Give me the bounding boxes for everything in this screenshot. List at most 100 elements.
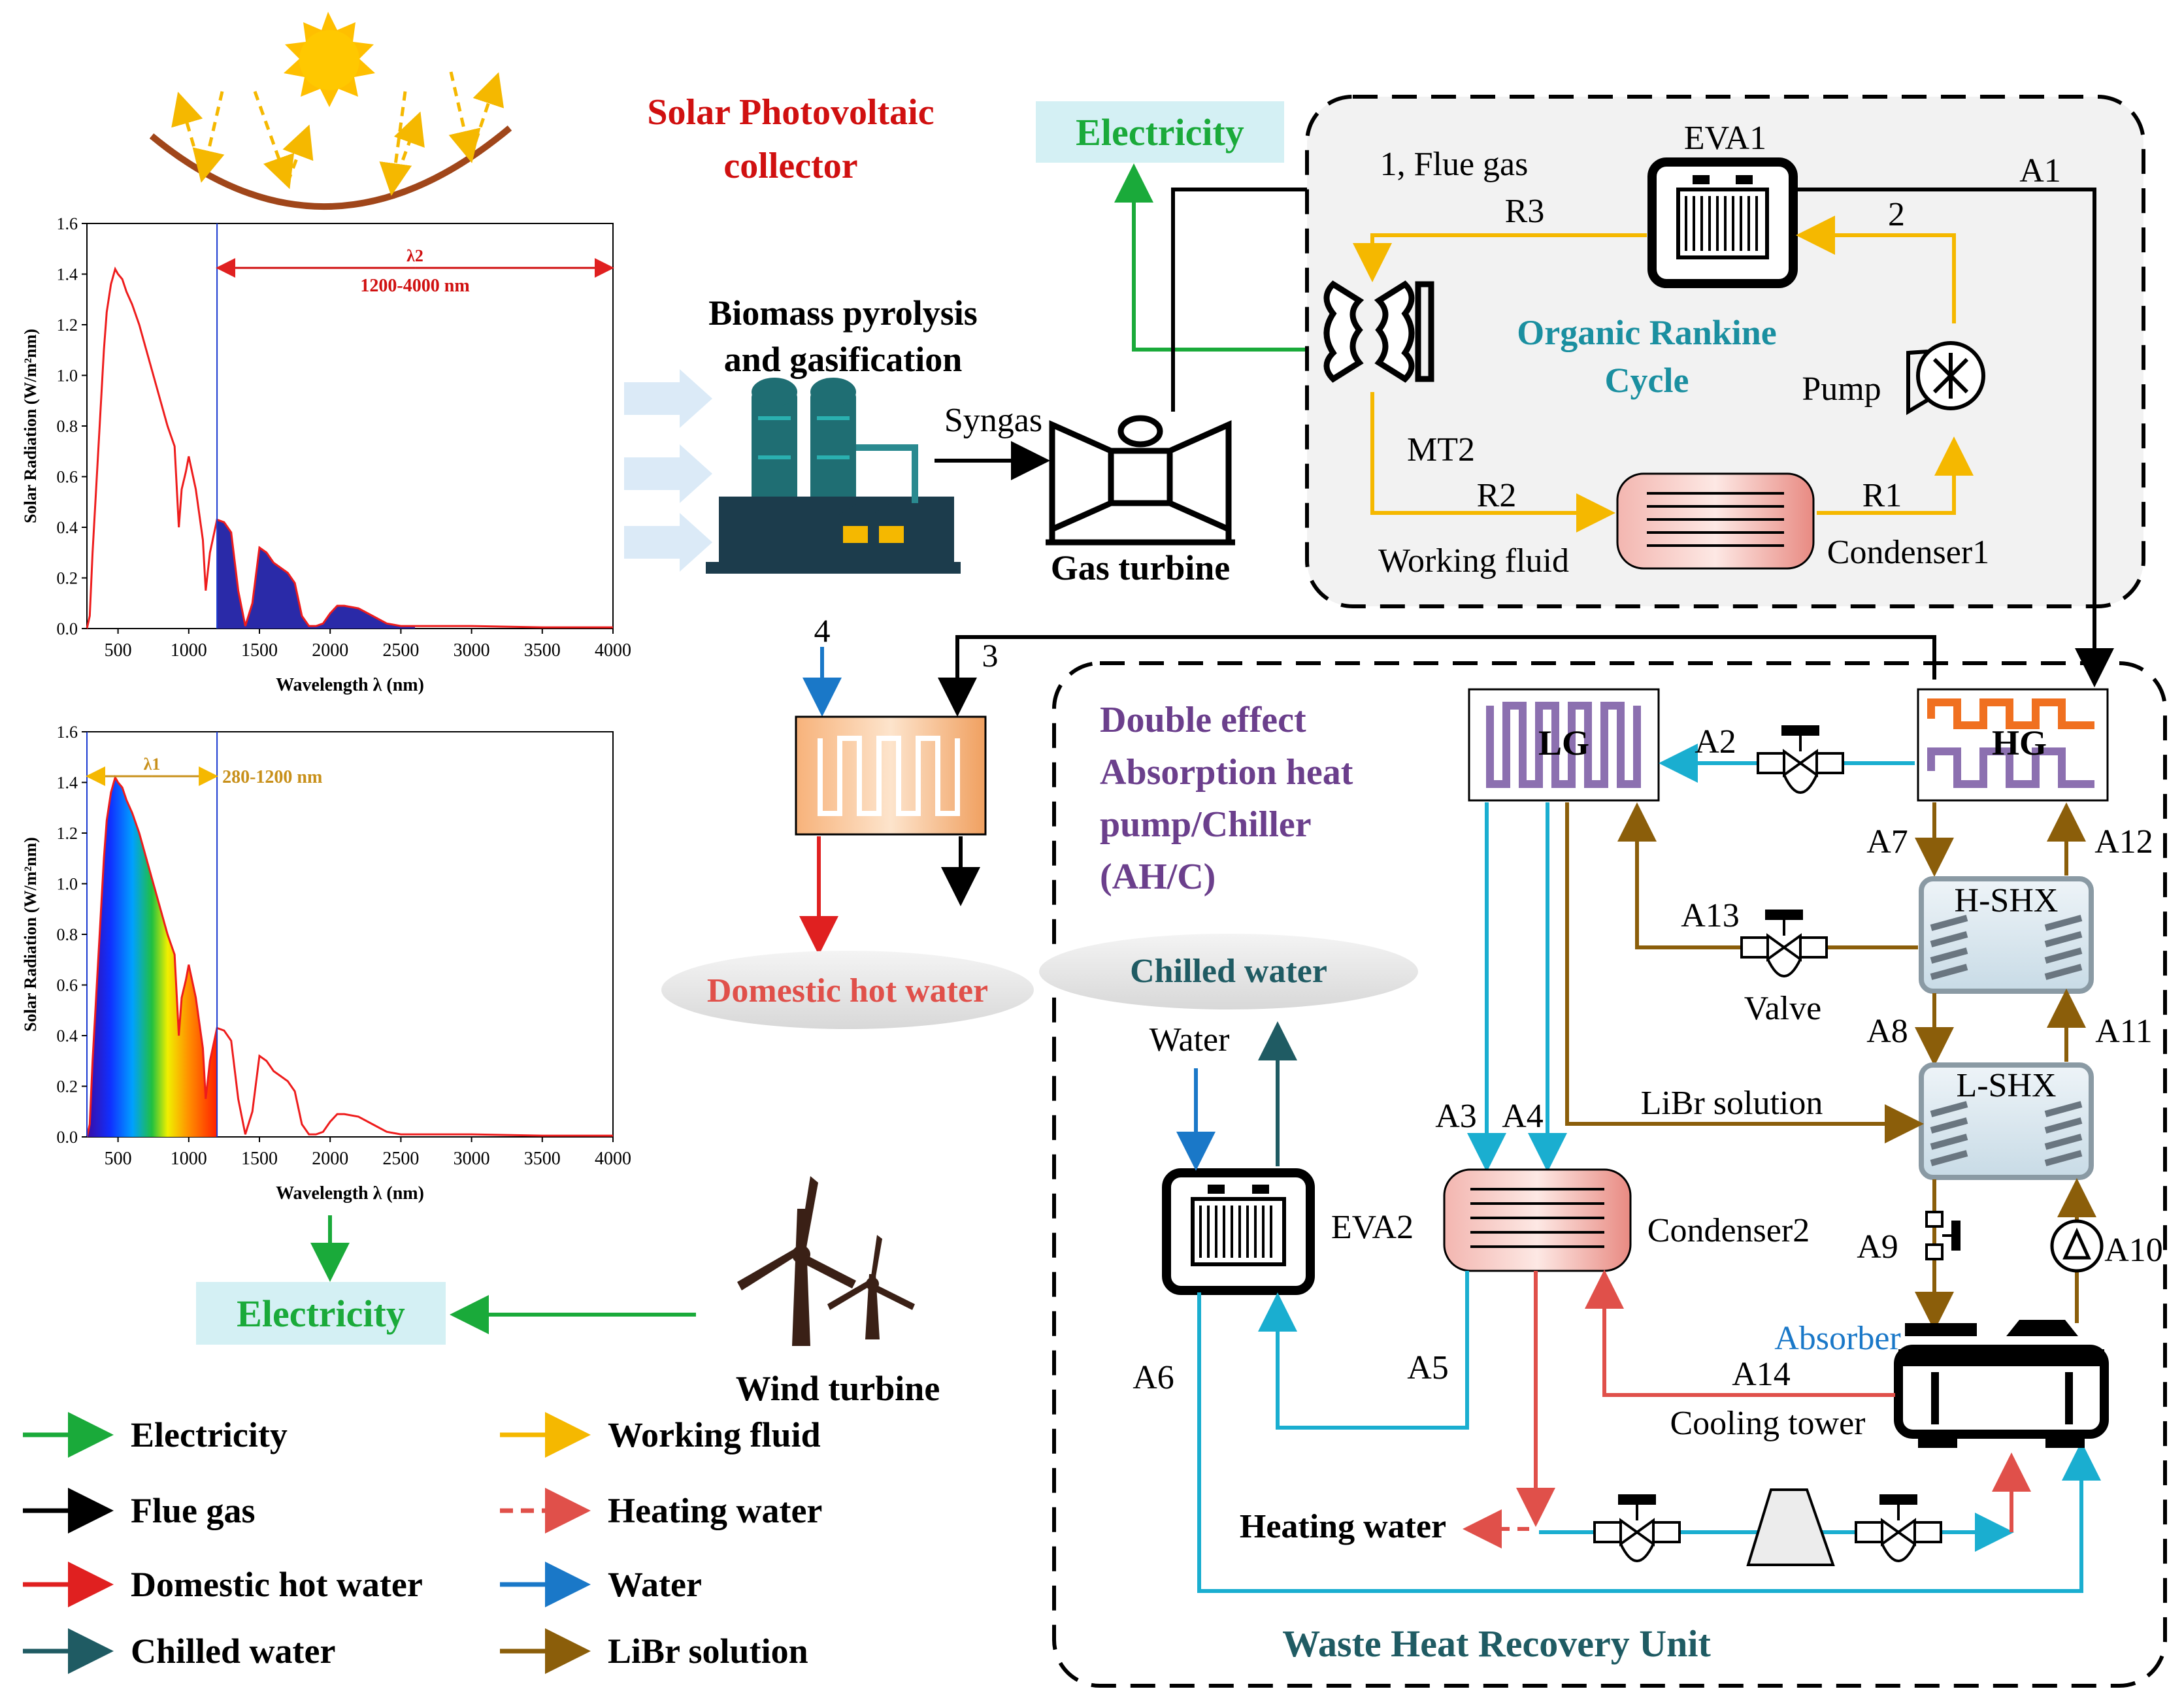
a7-label: A7 — [1866, 823, 1908, 861]
orc-2-line — [1796, 216, 1956, 323]
legend-label: Heating water — [608, 1491, 822, 1530]
y-tick-label: 1.6 — [57, 723, 78, 742]
spectrum-line — [86, 266, 613, 629]
a14-line — [1585, 1270, 1895, 1397]
condenser1-label: Condenser1 — [1827, 534, 1989, 571]
y-tick-label: 0.6 — [57, 468, 78, 487]
absorber-icon — [1894, 1320, 2109, 1448]
cooling-tower-label: Cooling tower — [1670, 1405, 1866, 1442]
a3-label: A3 — [1435, 1098, 1477, 1135]
a6-label: A6 — [1133, 1359, 1174, 1396]
libr-solution-label: LiBr solution — [1641, 1085, 1823, 1122]
band-fill — [217, 519, 416, 629]
a1-label: A1 — [2019, 152, 2061, 189]
y-tick-label: 0.0 — [57, 619, 78, 638]
band-range-label: 280-1200 nm — [222, 767, 322, 787]
condenser1-icon — [1616, 472, 1815, 570]
y-tick-label: 1.4 — [57, 265, 78, 284]
pump-label: Pump — [1802, 370, 1881, 408]
ah-label-line3: pump/Chiller — [1100, 804, 1312, 845]
mt2-label: MT2 — [1407, 431, 1475, 468]
x-tick-label: 2500 — [382, 1149, 419, 1169]
legend-label: Working fluid — [608, 1415, 821, 1454]
wind-turbine-icon — [737, 1176, 915, 1346]
orc-r1-line — [1817, 436, 1974, 515]
electricity-label-top: Electricity — [1076, 111, 1244, 154]
x-tick-label: 3500 — [524, 640, 561, 661]
dhw-heat-exchanger-icon — [795, 715, 987, 836]
x-tick-label: 1000 — [171, 1149, 207, 1169]
a9-label: A9 — [1857, 1228, 1898, 1266]
l-shx-icon — [1919, 1062, 2094, 1180]
chilled-water-oval — [1039, 934, 1418, 1009]
electricity-box-top — [1036, 101, 1284, 163]
a10-pump-icon — [2050, 1219, 2104, 1273]
y-tick-label: 0.0 — [57, 1128, 78, 1147]
y-tick-label: 0.2 — [57, 569, 78, 588]
spectrum-line — [86, 774, 613, 1138]
r3-label: R3 — [1505, 193, 1545, 230]
r1-label: R1 — [1862, 477, 1902, 514]
wind-turbine-label: Wind turbine — [736, 1369, 940, 1408]
a11-label: A11 — [2095, 1013, 2153, 1050]
legend-label: Electricity — [131, 1415, 288, 1454]
valve-label: Valve — [1744, 990, 1821, 1027]
y-tick-label: 1.2 — [57, 824, 78, 843]
working-fluid-label: Working fluid — [1378, 542, 1569, 580]
x-axis-label: Wavelength λ (nm) — [276, 675, 424, 695]
hg-generator-icon — [1917, 688, 2109, 802]
lg-generator-icon — [1468, 688, 1660, 802]
y-tick-label: 1.0 — [57, 367, 78, 385]
a5-line — [1258, 1271, 1469, 1430]
ah-label-line2: Absorption heat — [1100, 752, 1353, 793]
r2-label: R2 — [1477, 477, 1517, 514]
flue-gas-exit-line — [1794, 188, 2114, 687]
eva2-label: EVA2 — [1331, 1209, 1414, 1246]
x-tick-label: 2000 — [312, 640, 348, 661]
y-tick-label: 0.4 — [57, 518, 78, 537]
band-range-label: 1200-4000 nm — [360, 276, 469, 296]
biomass-input-arrows — [624, 369, 712, 572]
water-label: Water — [1150, 1021, 1230, 1058]
n2-label: 2 — [1888, 196, 1905, 233]
cooling-tower-icon — [1746, 1488, 1835, 1566]
whru-label: Waste Heat Recovery Unit — [1282, 1622, 1711, 1665]
dhw-oval — [661, 951, 1034, 1029]
y-tick-label: 0.6 — [57, 976, 78, 995]
plot-frame — [86, 223, 614, 629]
solar-title-line1: Solar Photovoltaic — [647, 92, 934, 133]
y-tick-label: 0.2 — [57, 1077, 78, 1096]
orc-r3-line — [1353, 233, 1647, 282]
parabolic-mirror — [149, 125, 512, 210]
band-label: λ2 — [406, 246, 423, 265]
legend-label: Flue gas — [131, 1491, 256, 1530]
a13-label: A13 — [1681, 897, 1740, 934]
x-tick-label: 1500 — [241, 640, 278, 661]
a14-label: A14 — [1732, 1356, 1791, 1393]
whru-section-box — [1052, 661, 2167, 1688]
n4-label: 4 — [814, 612, 831, 649]
orc-electricity-line — [1114, 163, 1330, 352]
y-axis-label: Solar Radiation (W/m²nm) — [21, 837, 40, 1032]
a6-line — [1197, 1292, 2101, 1593]
x-tick-label: 4000 — [595, 640, 631, 661]
band-fill — [87, 777, 218, 1137]
y-tick-label: 1.2 — [57, 316, 78, 335]
a12-label: A12 — [2094, 823, 2153, 861]
libr-line — [1565, 802, 1924, 1143]
a10-label: A10 — [2104, 1232, 2163, 1269]
ah-label-line1: Double effect — [1100, 700, 1306, 740]
h-shx-icon — [1919, 876, 2094, 994]
heating-water-label: Heating water — [1240, 1508, 1446, 1545]
x-tick-label: 2000 — [312, 1149, 348, 1169]
gas-turbine-label: Gas turbine — [1051, 548, 1231, 587]
condenser2-icon — [1443, 1168, 1632, 1272]
electricity-box-left — [196, 1282, 446, 1345]
solar-collector: Solar Photovoltaic collector — [149, 12, 935, 210]
legend-label: Water — [608, 1565, 702, 1604]
n3-label: 3 — [982, 637, 999, 674]
x-tick-label: 500 — [105, 640, 132, 661]
band-label: λ1 — [144, 755, 161, 774]
